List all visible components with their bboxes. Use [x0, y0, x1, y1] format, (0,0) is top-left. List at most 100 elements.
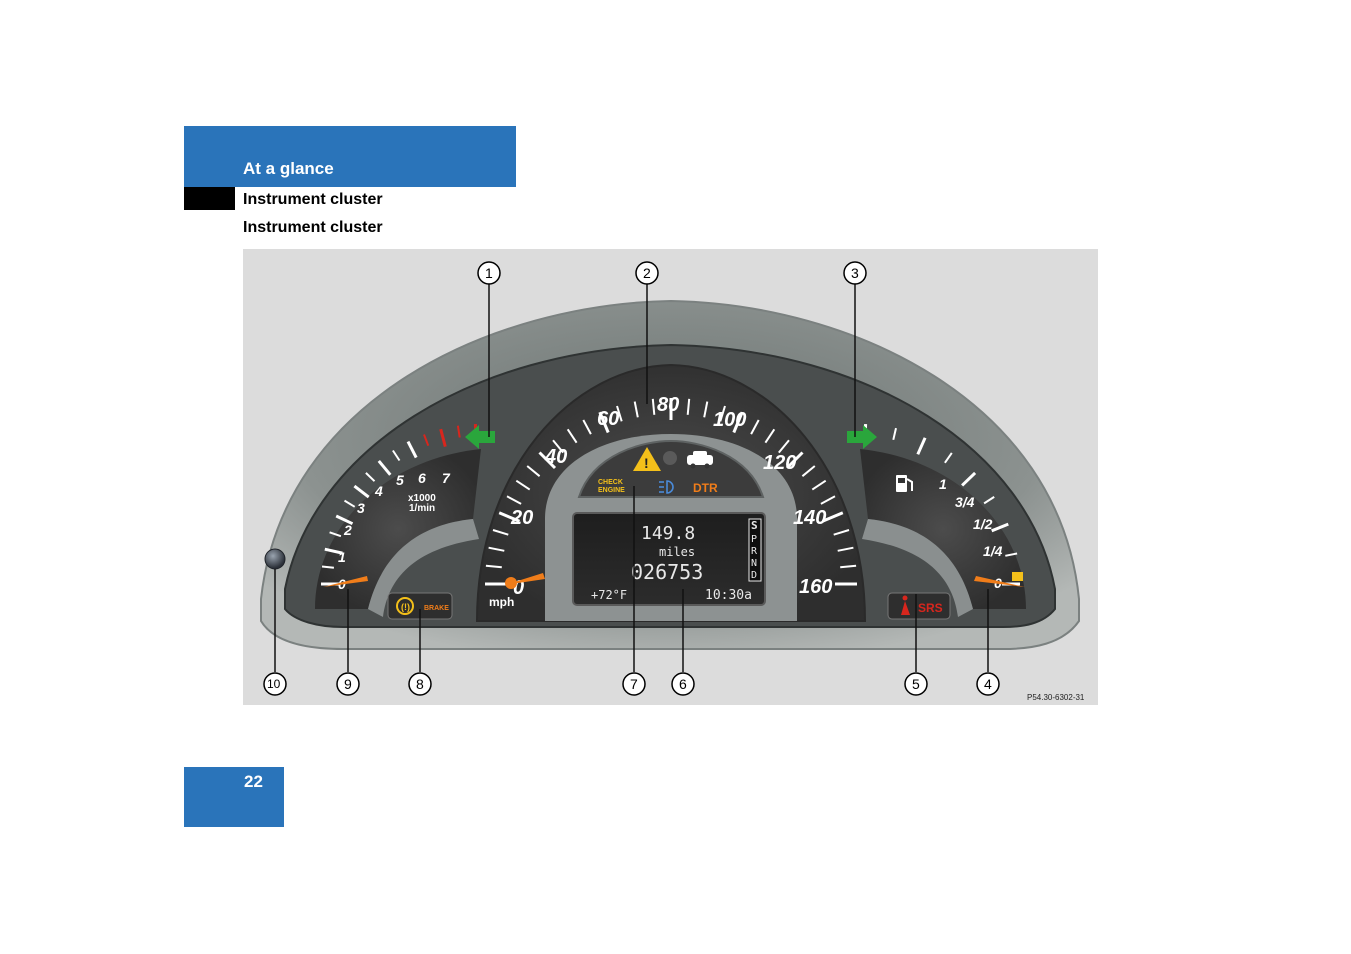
instrument-cluster-illustration: 0 20 40 60 80 100 120 140 160 mph 0 1 2 … [260, 261, 1085, 702]
outside-temperature: +72°F [591, 588, 627, 602]
fuel-pump-icon [896, 475, 913, 492]
gear-p: P [751, 534, 757, 545]
tach-ticks-mark [406, 440, 418, 459]
tach-unit-2: 1/min [409, 503, 435, 514]
callout-8: 8 [408, 672, 432, 696]
fuel-ticks-mark [916, 437, 927, 455]
page-number: 22 [244, 772, 263, 791]
speed-ticks-mark [633, 401, 639, 418]
fuel-label-full: 1 [939, 476, 947, 492]
speed-ticks-mark [833, 529, 850, 536]
callout-9: 9 [336, 672, 360, 696]
instrument-cluster-figure: 0 20 40 60 80 100 120 140 160 mph 0 1 2 … [243, 249, 1098, 705]
check-engine-lamp-2: ENGINE [598, 487, 625, 494]
figure-code: P54.30-6302-31 [1027, 693, 1085, 702]
speed-ticks-mark [492, 529, 509, 536]
speed-label-100: 100 [713, 409, 746, 431]
speed-ticks-mark [820, 495, 836, 505]
svg-text:2: 2 [643, 265, 651, 281]
tach-ticks-mark [324, 547, 343, 555]
brake-circle-icon [396, 597, 414, 615]
speed-label-120: 120 [763, 452, 796, 474]
speed-ticks-mark [840, 564, 857, 569]
gear-d: D [751, 570, 757, 581]
chapter-title: At a glance [243, 159, 334, 178]
tachometer-needle [323, 576, 368, 587]
speed-ticks-mark [538, 451, 557, 470]
svg-text:(!): (!) [401, 602, 410, 612]
tach-label-4: 4 [374, 483, 383, 499]
tach-label-1: 1 [338, 549, 346, 565]
speed-ticks-mark [703, 401, 709, 418]
callout-5: 5 [904, 672, 928, 696]
speed-ticks-mark [485, 564, 502, 569]
distronic-cars-icon [687, 451, 713, 469]
fuel-label-half: 1/2 [973, 516, 993, 532]
speed-ticks-mark [732, 411, 744, 434]
speedometer-ticks [485, 398, 857, 586]
tach-ticks-mark [392, 449, 401, 462]
section-marker [184, 187, 235, 210]
callout-1: 1 [477, 261, 501, 285]
speed-label-20: 20 [510, 507, 533, 529]
tach-label-5: 5 [396, 472, 404, 488]
gear-indicator-panel [748, 518, 762, 582]
speed-ticks-mark [651, 398, 656, 415]
svg-text:3: 3 [851, 265, 859, 281]
fuel-reserve-lamp [1012, 572, 1023, 581]
trip-unit: miles [659, 545, 695, 559]
tach-ticks-mark [343, 499, 356, 508]
speed-label-40: 40 [544, 446, 567, 468]
fuel-ticks-mark [961, 471, 977, 487]
tach-ticks-mark [365, 472, 376, 482]
speed-ticks-mark [837, 546, 854, 552]
trip-distance: 149.8 [641, 523, 695, 544]
speed-ticks-mark [750, 419, 760, 435]
check-engine-lamp-1: CHECK [598, 479, 623, 486]
chapter-subtitle: Instrument cluster [243, 191, 383, 208]
tach-ticks-mark [335, 514, 354, 526]
tach-ticks-mark [321, 565, 335, 569]
speed-ticks-mark [785, 451, 804, 470]
svg-text:!: ! [644, 455, 649, 471]
tach-label-6: 6 [418, 470, 426, 486]
speed-ticks-mark [526, 465, 541, 477]
speed-ticks-mark [686, 398, 691, 415]
speed-ticks-mark [506, 495, 522, 505]
gear-n: N [751, 558, 757, 569]
callout-3: 3 [843, 261, 867, 285]
fuel-label-quarter: 1/4 [983, 543, 1003, 559]
gear-selected: S [751, 519, 758, 532]
svg-text:10: 10 [267, 677, 281, 691]
speed-label-60: 60 [597, 408, 619, 430]
svg-text:4: 4 [984, 676, 992, 692]
speed-ticks-mark [801, 465, 816, 477]
speed-unit: mph [489, 595, 514, 609]
speed-ticks-mark [582, 419, 592, 435]
srs-lamp-text: SRS [918, 601, 943, 615]
tach-ticks-mark [353, 484, 370, 499]
page-number-band [184, 767, 284, 827]
speed-ticks-mark [821, 511, 844, 523]
indicator-lamp-off [663, 451, 677, 465]
multifunction-display [572, 512, 766, 606]
tach-ticks-mark [423, 434, 430, 447]
speed-ticks-mark [719, 405, 726, 422]
tach-ticks-mark [439, 428, 447, 447]
speed-label-80: 80 [657, 394, 679, 416]
callout-2: 2 [635, 261, 659, 285]
header-band [184, 126, 516, 187]
tach-ticks-mark [377, 459, 392, 476]
gear-r: R [751, 546, 758, 557]
speed-ticks-mark [498, 511, 521, 523]
svg-text:5: 5 [912, 676, 920, 692]
speed-ticks-mark [515, 479, 531, 491]
fuel-ticks-mark [892, 427, 897, 441]
fuel-ticks-mark [991, 522, 1009, 533]
svg-text:7: 7 [630, 676, 638, 692]
speed-ticks-mark [598, 411, 610, 434]
fuel-ticks-mark [944, 452, 953, 464]
speed-ticks-mark [552, 439, 564, 454]
section-title: Instrument cluster [243, 219, 383, 236]
speed-ticks-mark [488, 546, 505, 552]
